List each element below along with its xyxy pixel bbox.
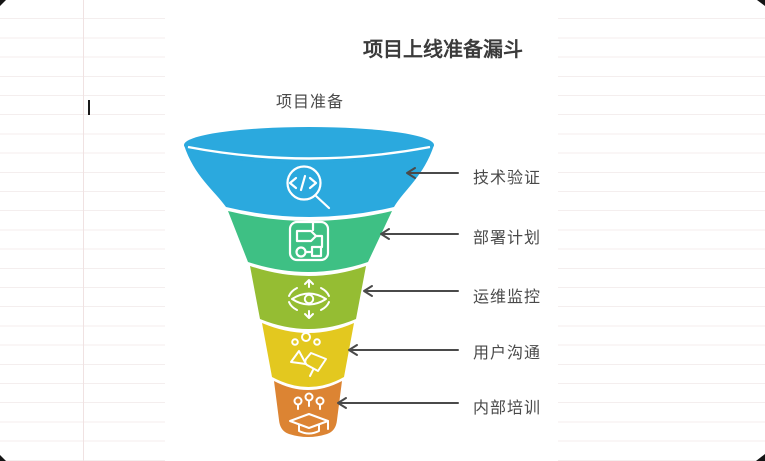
stage-label-user-comm: 用户沟通 — [473, 345, 542, 362]
arrow-training — [337, 397, 459, 409]
arrow-user-comm — [348, 344, 459, 356]
spreadsheet-grid-left[interactable] — [0, 0, 165, 461]
funnel-stage-1 — [184, 145, 434, 217]
stage-label-training: 内部培训 — [473, 400, 542, 417]
monitor-eye-icon — [288, 279, 330, 319]
column-gridline — [83, 0, 84, 461]
crop-mark-bottom-left — [0, 455, 6, 461]
crop-mark-top-right — [757, 0, 765, 6]
megaphone-users-icon — [290, 332, 327, 377]
funnel-mouth-rim — [187, 145, 431, 160]
spreadsheet-grid-right[interactable] — [558, 0, 765, 461]
workflow-icon — [288, 220, 330, 262]
graduation-cap-icon — [289, 392, 329, 435]
funnel-top-label: 项目准备 — [276, 94, 345, 111]
funnel-stage-4 — [262, 323, 354, 387]
arrow-tech-verify — [406, 167, 459, 179]
code-search-icon — [286, 165, 331, 210]
stage-label-tech-verify: 技术验证 — [473, 170, 542, 187]
funnel-mouth — [184, 127, 434, 163]
stage-pointer-arrows — [337, 167, 459, 409]
funnel-stage-3 — [250, 266, 366, 329]
stage-label-deploy-plan: 部署计划 — [473, 230, 542, 247]
arrow-deploy-plan — [380, 228, 459, 240]
crop-mark-top-left — [0, 0, 6, 6]
crop-mark-bottom-right — [756, 454, 765, 461]
stage-label-ops-monitor: 运维监控 — [473, 289, 542, 306]
arrow-ops-monitor — [363, 285, 459, 297]
text-cursor — [88, 100, 90, 115]
chart-title: 项目上线准备漏斗 — [363, 39, 523, 61]
